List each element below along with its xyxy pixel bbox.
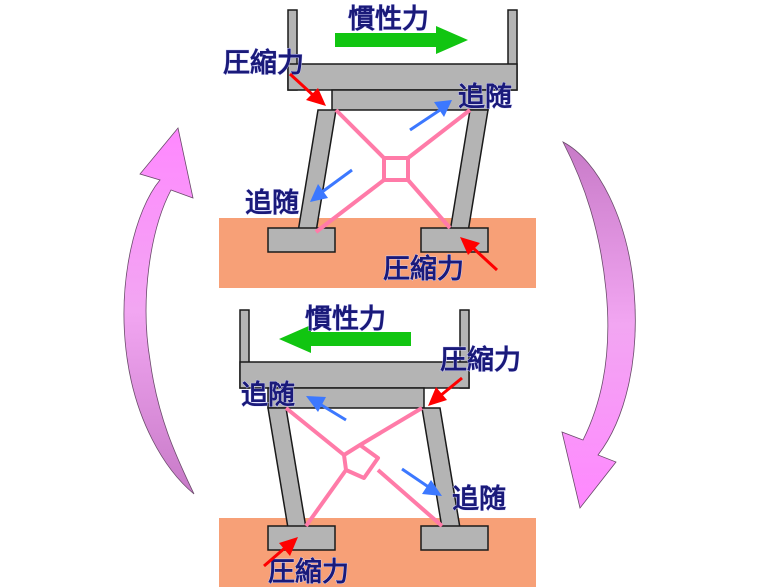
base-plate-left bbox=[267, 227, 336, 253]
follow-arrow-icon bbox=[401, 467, 442, 496]
follow-label: 追随 bbox=[458, 81, 512, 113]
base-plate-left bbox=[267, 525, 336, 551]
inertia-arrow-right-icon bbox=[335, 26, 468, 54]
compression-arrow-icon bbox=[288, 72, 326, 106]
follow-label: 追随 bbox=[245, 187, 299, 219]
compression-arrow-icon bbox=[263, 537, 298, 568]
compression-arrow-icon bbox=[428, 376, 463, 406]
top-panel: 慣性力 圧縮力 追随 追随 圧縮力 bbox=[219, 4, 536, 288]
frame-left-leg bbox=[267, 407, 307, 529]
damper-brace bbox=[314, 108, 472, 234]
follow-arrow-icon bbox=[409, 100, 452, 132]
compression-arrow-icon bbox=[460, 237, 499, 272]
compression-label: 圧縮力 bbox=[440, 344, 521, 376]
inertia-arrow-left-icon bbox=[279, 325, 411, 353]
base-plate-right bbox=[420, 227, 489, 253]
frame-left-leg bbox=[297, 109, 337, 233]
cycle-arrow-left-icon bbox=[123, 127, 195, 495]
frame-top-bar bbox=[267, 387, 425, 409]
follow-arrow-icon bbox=[306, 396, 347, 422]
beam bbox=[287, 63, 518, 91]
inertia-label: 慣性力 bbox=[348, 4, 429, 35]
beam bbox=[239, 361, 470, 389]
frame-right-leg bbox=[449, 109, 489, 233]
follow-label: 追随 bbox=[452, 483, 506, 515]
inertia-label: 慣性力 bbox=[305, 304, 386, 335]
compression-label: 圧縮力 bbox=[383, 253, 464, 285]
compression-label: 圧縮力 bbox=[268, 556, 349, 587]
follow-label: 追随 bbox=[241, 379, 295, 411]
follow-arrow-icon bbox=[310, 168, 353, 202]
cycle-arrow-right-icon bbox=[561, 141, 636, 509]
bottom-panel: 慣性力 圧縮力 追随 追随 圧縮力 bbox=[219, 304, 536, 587]
damper-brace bbox=[284, 406, 444, 528]
base-plate-right bbox=[420, 525, 489, 551]
